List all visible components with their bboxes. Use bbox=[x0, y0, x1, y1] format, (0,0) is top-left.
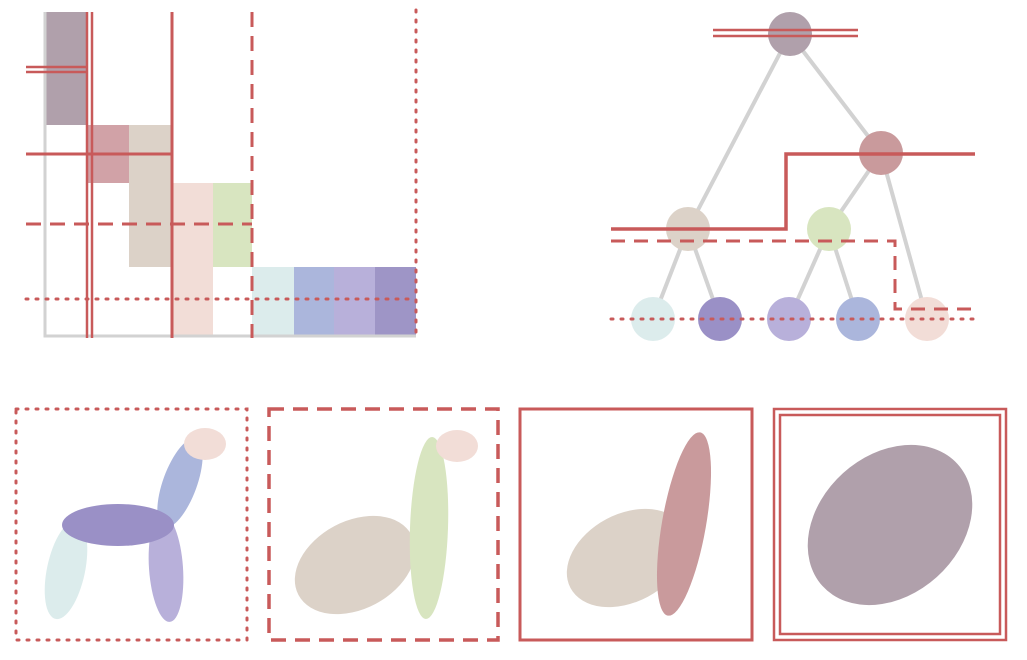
tree-nodes bbox=[631, 12, 949, 341]
shape-peach bbox=[184, 428, 226, 460]
shape-mauve bbox=[807, 444, 973, 606]
shape-taupe bbox=[566, 508, 688, 608]
tree-cut-solid bbox=[611, 152, 975, 231]
tree-edge bbox=[879, 152, 929, 320]
block-taupe bbox=[129, 125, 172, 267]
shape-dusty-rose bbox=[656, 432, 712, 616]
shape-taupe bbox=[294, 515, 416, 615]
tree-node-lime bbox=[807, 207, 851, 251]
tree-diagram bbox=[609, 12, 977, 341]
panel-row bbox=[14, 407, 1008, 642]
tree-cut-dashed bbox=[611, 239, 975, 311]
shape-peach bbox=[436, 430, 478, 462]
panel-border-double-outer bbox=[772, 407, 1008, 642]
block-peach bbox=[172, 183, 213, 336]
tree-edge bbox=[686, 33, 792, 230]
panel-border-dotted bbox=[14, 407, 249, 642]
panel-dotted bbox=[14, 407, 249, 642]
block-blue bbox=[294, 267, 334, 336]
tree-edges bbox=[651, 32, 929, 320]
shape-blue bbox=[157, 438, 203, 528]
panel-border-dashed bbox=[267, 407, 500, 642]
shape-mint bbox=[44, 520, 88, 620]
panel-solid bbox=[518, 407, 754, 642]
block-diagram bbox=[24, 8, 418, 340]
panel-double bbox=[772, 407, 1008, 642]
block-violet bbox=[375, 267, 416, 336]
shape-lavender bbox=[148, 514, 184, 622]
block-mint bbox=[252, 267, 294, 336]
block-mauve bbox=[45, 12, 87, 125]
tree-root-node bbox=[768, 12, 812, 56]
tree-edge bbox=[788, 32, 883, 155]
shape-lime bbox=[409, 437, 449, 619]
tree-leaf-blue bbox=[836, 297, 880, 341]
panel-border-solid bbox=[518, 407, 754, 642]
panel-border-double-inner bbox=[778, 413, 1002, 636]
blocks-group bbox=[45, 12, 416, 336]
block-axis bbox=[43, 12, 416, 338]
block-lavender bbox=[334, 267, 375, 336]
panel-dashed bbox=[267, 407, 500, 642]
tree-leaf-lavender bbox=[767, 297, 811, 341]
shape-deep-violet bbox=[62, 504, 174, 546]
